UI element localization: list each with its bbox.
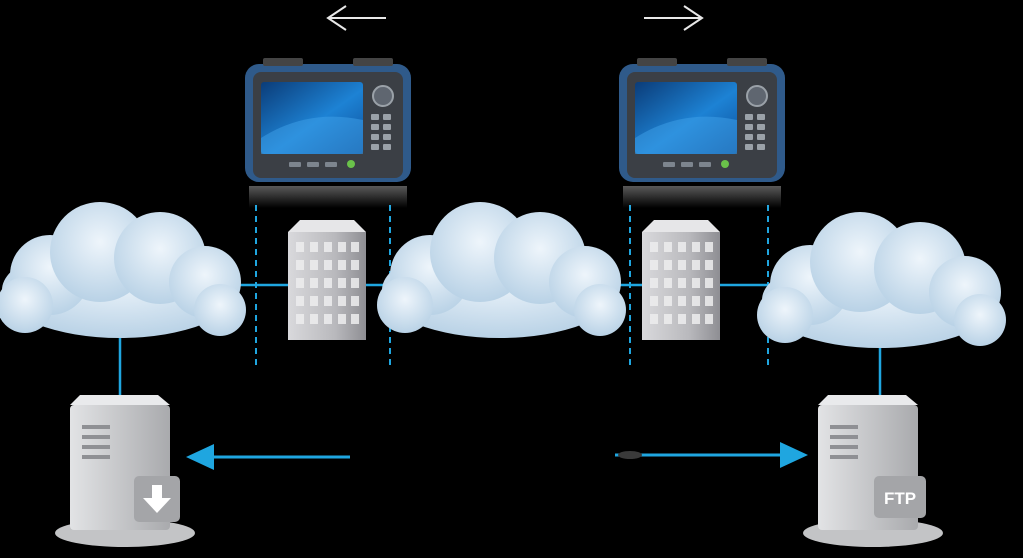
server-right: FTP bbox=[803, 395, 943, 547]
cloud-icon bbox=[0, 202, 246, 338]
ftp-label: FTP bbox=[884, 489, 916, 508]
arrow-right-icon bbox=[644, 5, 704, 31]
server-icon bbox=[55, 395, 195, 547]
handheld-tester-icon bbox=[244, 57, 412, 209]
server-left bbox=[55, 395, 195, 547]
handheld-tester-icon bbox=[618, 57, 786, 209]
cloud-icon bbox=[757, 212, 1006, 348]
ftp-badge bbox=[874, 476, 926, 518]
arrow-left-icon bbox=[326, 5, 386, 31]
cloud-icon bbox=[377, 202, 626, 338]
building-icon bbox=[642, 220, 720, 340]
transfer-arrow-right bbox=[615, 442, 808, 468]
transfer-arrow-left bbox=[186, 444, 350, 470]
server-icon bbox=[803, 395, 943, 547]
download-arrow-icon bbox=[134, 476, 180, 522]
building-icon bbox=[288, 220, 366, 340]
